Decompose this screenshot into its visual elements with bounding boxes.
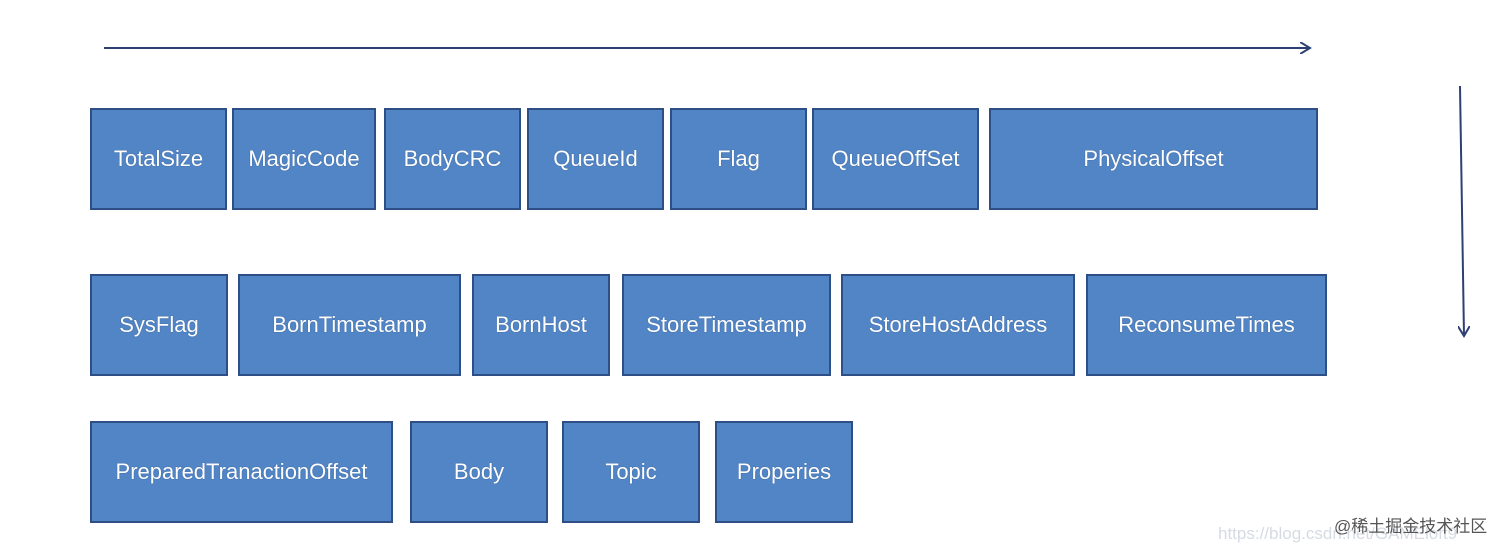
field-born-timestamp: BornTimestamp xyxy=(238,274,461,376)
field-sys-flag: SysFlag xyxy=(90,274,228,376)
vertical-arrow xyxy=(1460,85,1464,336)
field-store-timestamp: StoreTimestamp xyxy=(622,274,831,376)
watermark-brand: @稀土掘金技术社区 xyxy=(1334,517,1488,536)
field-store-host-address: StoreHostAddress xyxy=(841,274,1075,376)
field-born-host: BornHost xyxy=(472,274,610,376)
field-queue-offset: QueueOffSet xyxy=(812,108,979,210)
field-flag: Flag xyxy=(670,108,807,210)
field-reconsume-times: ReconsumeTimes xyxy=(1086,274,1327,376)
field-body-crc: BodyCRC xyxy=(384,108,521,210)
field-magic-code: MagicCode xyxy=(232,108,376,210)
field-body: Body xyxy=(410,421,548,523)
field-queue-id: QueueId xyxy=(527,108,664,210)
field-total-size: TotalSize xyxy=(90,108,227,210)
field-physical-offset: PhysicalOffset xyxy=(989,108,1318,210)
field-properties: Properies xyxy=(715,421,853,523)
field-topic: Topic xyxy=(562,421,700,523)
watermark-url: https://blog.csdn.net/GAMEloft9 xyxy=(1218,524,1458,543)
field-prepared-transaction-offset: PreparedTranactionOffset xyxy=(90,421,393,523)
